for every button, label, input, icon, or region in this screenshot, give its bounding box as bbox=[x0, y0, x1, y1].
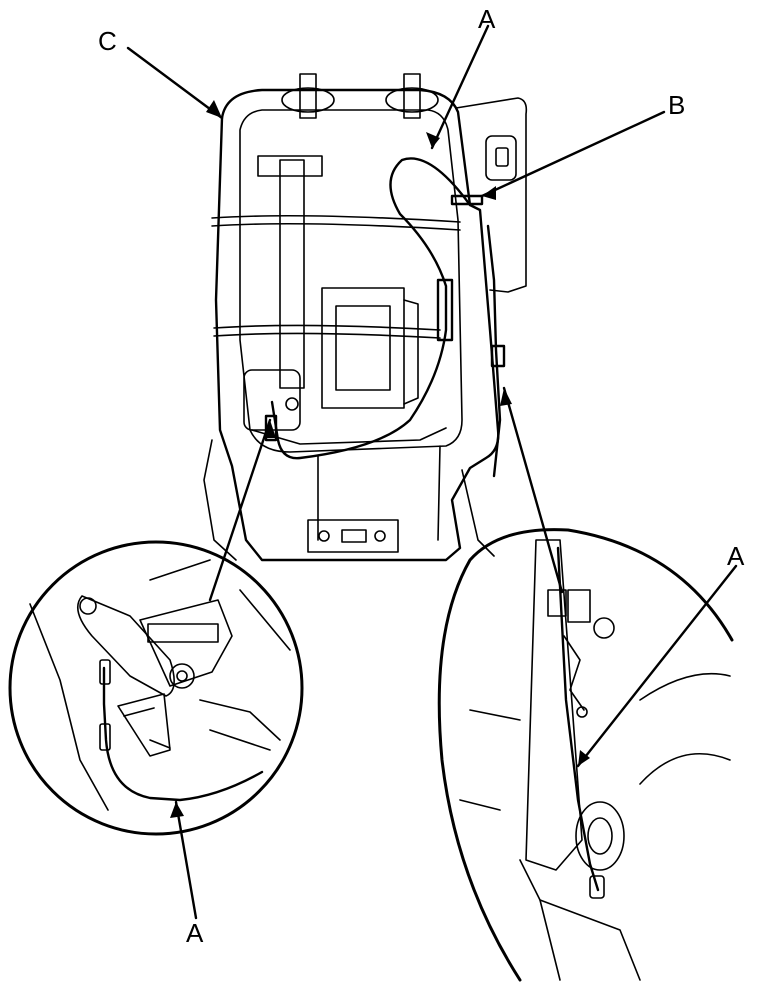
left-detail-view bbox=[8, 540, 304, 836]
callout-a-right: A bbox=[727, 541, 745, 571]
arrow-heads bbox=[170, 100, 590, 818]
leader-a-right bbox=[576, 564, 738, 768]
seatback-frame bbox=[203, 73, 528, 562]
leader-c bbox=[126, 46, 224, 120]
callout-a-bottom: A bbox=[186, 918, 204, 948]
leader-b bbox=[480, 110, 666, 198]
right-detail-view bbox=[437, 528, 734, 982]
harness-wire-main bbox=[264, 157, 506, 478]
callout-c: C bbox=[98, 26, 117, 56]
callout-b: B bbox=[668, 90, 686, 120]
leader-a-top bbox=[430, 24, 490, 150]
leader-to-left-detail bbox=[208, 418, 272, 602]
callout-a-top: A bbox=[478, 4, 496, 34]
leader-a-bottom bbox=[174, 800, 198, 920]
leader-lines bbox=[126, 24, 738, 920]
leader-to-right-detail bbox=[502, 386, 564, 594]
